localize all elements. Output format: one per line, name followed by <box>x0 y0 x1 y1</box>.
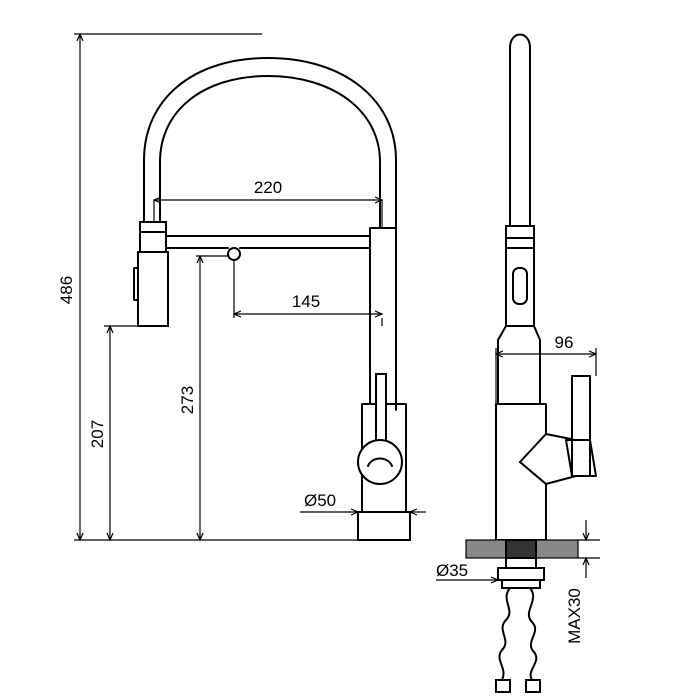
side-view <box>495 33 597 541</box>
side-handle-lever <box>571 375 591 477</box>
supply-hose-right <box>527 587 538 681</box>
holder-knob <box>227 247 241 261</box>
dim-total-height: 486 <box>57 276 76 304</box>
dim-hole-diameter: Ø35 <box>436 561 468 580</box>
mounting-nut <box>497 567 545 581</box>
front-view <box>133 57 411 541</box>
spout-arch-inner <box>159 75 381 229</box>
dim-handle-reach: 145 <box>292 292 320 311</box>
spray-button <box>512 267 528 305</box>
dim-base-diameter: Ø50 <box>304 491 336 510</box>
supply-hose-left <box>498 587 511 681</box>
dim-outlet-height: 273 <box>178 386 197 414</box>
side-spout-rod <box>509 33 531 227</box>
spray-collar <box>139 221 167 253</box>
dim-spout-reach: 220 <box>254 178 282 197</box>
front-dimensions: 486 207 273 220 145 Ø50 <box>57 34 426 540</box>
side-handle-joint <box>518 432 577 486</box>
spray-head <box>137 251 169 327</box>
dim-max-thickness: MAX30 <box>565 588 584 644</box>
spray-holder-arm <box>165 235 371 249</box>
spout-arch <box>143 57 397 229</box>
dim-spout-height: 207 <box>88 420 107 448</box>
handle-knob <box>357 439 403 485</box>
faucet-base <box>357 511 411 541</box>
dim-side-depth: 96 <box>555 333 574 352</box>
mounting-assembly <box>465 539 579 693</box>
handle-lever <box>375 373 387 445</box>
side-dimensions: 96 Ø35 MAX30 <box>436 333 600 644</box>
